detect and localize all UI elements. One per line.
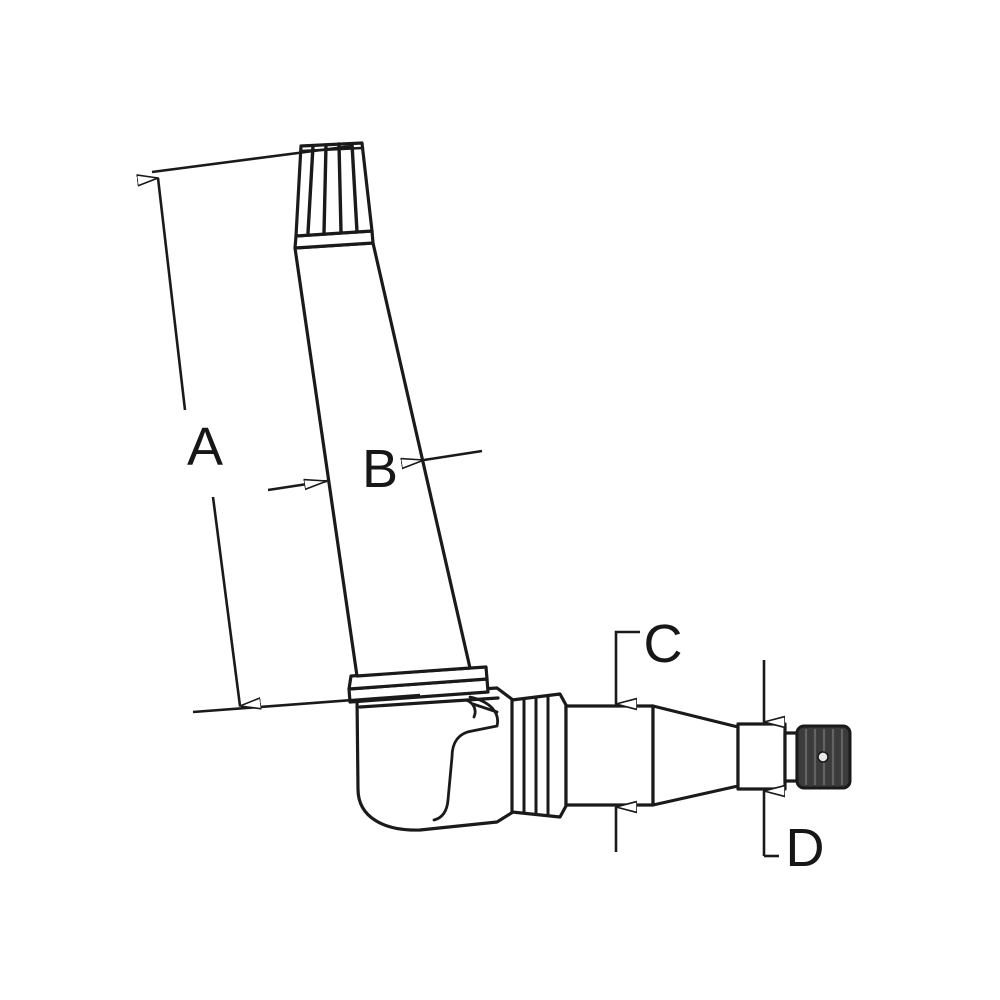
dim-b-arrow-left	[267, 481, 327, 492]
dim-a-ext-bottom	[192, 693, 421, 714]
threaded-end	[795, 724, 852, 790]
dimension-d-label: D	[786, 818, 825, 878]
dimension-c-label: C	[644, 614, 683, 674]
spline-groove-lines	[306, 142, 359, 235]
grooved-collar	[510, 692, 568, 819]
dimension-a-label: A	[187, 417, 223, 477]
dimension-b	[267, 449, 483, 492]
dim-b-arrow-right	[424, 449, 483, 460]
dimension-a	[151, 144, 421, 714]
bearing-journal	[564, 704, 655, 807]
cotter-pin-hole	[817, 751, 829, 763]
knuckle-notch-edge	[464, 698, 477, 719]
dim-a-line-lower	[211, 496, 240, 706]
threaded-end-shoulder	[783, 731, 799, 783]
part-outline-group	[293, 141, 799, 832]
dim-a-line-upper	[158, 178, 187, 411]
grooved-collar-lines	[522, 694, 550, 817]
knuckle-grease-notch	[471, 702, 499, 714]
taper-section	[651, 704, 740, 807]
outer-journal	[736, 722, 787, 791]
dimension-b-label: B	[362, 439, 398, 499]
dimension-c	[614, 630, 640, 852]
dim-c-leader	[614, 630, 640, 660]
dimension-d	[762, 660, 779, 858]
dim-a-ext-top	[151, 144, 353, 174]
